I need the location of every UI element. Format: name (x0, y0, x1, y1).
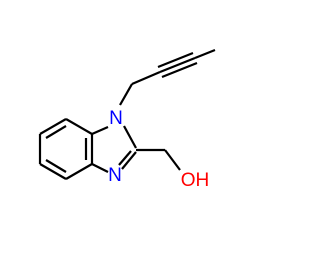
bond-n3-c3a (91, 163, 109, 173)
structure-drawing: N N OH (38, 48, 216, 191)
bond-c4-c5 (39, 163, 67, 180)
atom-label-n3: N (108, 165, 122, 186)
bond-alkyne-c (161, 61, 198, 79)
atom-label-oh: OH (181, 170, 210, 191)
bond-c7-c7a (65, 118, 93, 135)
bond-ch2-csp (131, 70, 161, 86)
bond-c3a-c4 (65, 163, 93, 180)
bond-ch2-o (164, 149, 181, 171)
bond-c2-n3 (121, 151, 137, 170)
bond-alkyne-a (159, 56, 196, 74)
molecule-canvas: N N OH (38, 48, 216, 191)
bond-n1-ch2 (119, 83, 133, 106)
bond-c6-c7-inner (45, 125, 67, 139)
bond-c6-c7 (39, 118, 67, 135)
bond-alkyne-tail (194, 48, 216, 60)
bond-c4-c5-inner (45, 159, 67, 173)
bond-c2-n3-inner (118, 150, 132, 166)
bond-n1-c2 (123, 125, 137, 149)
bond-c7a-n1 (91, 125, 109, 136)
atom-label-n1: N (109, 108, 123, 129)
bond-alkyne-b (157, 51, 194, 69)
